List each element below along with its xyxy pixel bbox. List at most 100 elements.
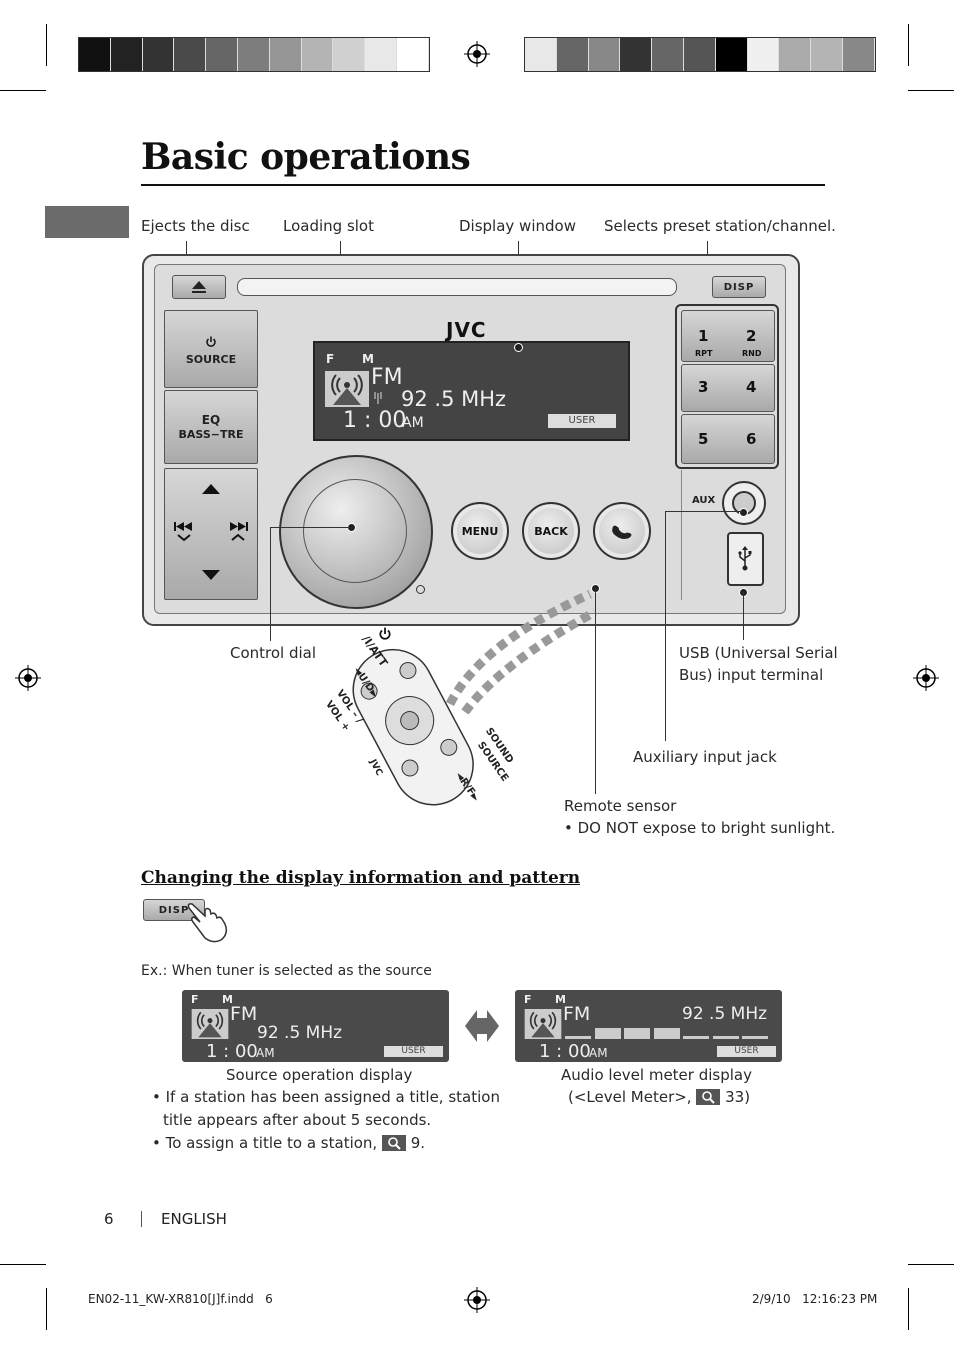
leader-line xyxy=(270,527,271,641)
lcd-user-badge: USER xyxy=(717,1046,776,1057)
source-button[interactable]: SOURCE xyxy=(164,310,258,388)
level-ref-page: 33) xyxy=(725,1088,751,1106)
display-window: F M FM 92 .5 MHz 1 : 00 AM USER xyxy=(313,341,630,441)
footer-language: ENGLISH xyxy=(161,1210,227,1228)
pointing-hand-icon xyxy=(187,903,228,943)
lcd-ampm: AM xyxy=(589,1046,608,1060)
disp-button[interactable]: DISP xyxy=(712,276,766,298)
level-meter-bar xyxy=(713,1036,739,1039)
lcd-ampm: AM xyxy=(256,1046,275,1060)
print-date: 2/9/10 12:16:23 PM xyxy=(752,1292,878,1306)
source-display-caption: Source operation display xyxy=(226,1066,413,1084)
preset-button-3-4[interactable]: 3 4 xyxy=(681,364,775,412)
level-meter-bar xyxy=(595,1028,621,1039)
leader-line xyxy=(595,588,596,794)
lcd-band: FM xyxy=(563,1003,591,1025)
level-meter-bar xyxy=(565,1036,591,1039)
down-arrow-icon[interactable] xyxy=(201,569,221,581)
lcd-time: 1 : 00 xyxy=(343,408,407,433)
lcd-m-indicator: M xyxy=(362,352,374,366)
trim-mark xyxy=(0,1264,46,1265)
source-operation-display: F M FM 92 .5 MHz 1 : 00 AM USER xyxy=(182,990,449,1062)
bullet-assign-title: • To assign a title to a station, 9. xyxy=(152,1134,425,1152)
eject-icon xyxy=(192,281,206,293)
trim-mark xyxy=(46,1288,47,1330)
aux-jack-callout: Auxiliary input jack xyxy=(633,748,777,766)
registration-mark-icon xyxy=(913,665,939,691)
control-dial-inner-ring xyxy=(303,479,407,583)
lcd-time: 1 : 00 xyxy=(206,1041,258,1062)
level-meter-bar xyxy=(683,1036,709,1039)
preset-3-label: 3 xyxy=(698,378,709,396)
print-file-name: EN02-11_KW-XR810[J]f.indd 6 xyxy=(88,1292,273,1306)
example-caption: Ex.: When tuner is selected as the sourc… xyxy=(141,963,432,979)
preset-4-label: 4 xyxy=(746,378,757,396)
aux-input-jack[interactable] xyxy=(722,481,766,525)
next-track-icon[interactable] xyxy=(227,521,249,543)
leader-line xyxy=(665,511,742,512)
page-reference-icon xyxy=(696,1089,721,1105)
source-label: SOURCE xyxy=(185,353,237,366)
phone-button[interactable] xyxy=(593,502,651,560)
color-calibration-bar-left xyxy=(78,37,430,72)
preset-group-outline xyxy=(675,304,779,469)
registration-mark-icon xyxy=(464,1287,490,1313)
lcd-ampm: AM xyxy=(402,415,424,431)
lcd-frequency: 92 .5 MHz xyxy=(682,1004,768,1024)
preset-6-label: 6 xyxy=(746,430,757,448)
menu-button[interactable]: MENU xyxy=(451,502,509,560)
up-arrow-icon[interactable] xyxy=(201,483,221,495)
infrared-beam-icon xyxy=(445,589,598,714)
control-dial[interactable] xyxy=(279,455,433,609)
lcd-time: 1 : 00 xyxy=(539,1041,591,1062)
power-icon xyxy=(206,336,216,347)
bullet-assign-ref: 9. xyxy=(410,1134,426,1152)
remote-sensor-note: • DO NOT expose to bright sunlight. xyxy=(564,819,836,837)
level-meter-bar xyxy=(742,1036,768,1039)
eject-button[interactable] xyxy=(172,275,226,299)
preset-button-5-6[interactable]: 5 6 xyxy=(681,414,775,464)
lcd-f-indicator: F xyxy=(326,352,335,366)
level-meter-reference: (<Level Meter>, 33) xyxy=(568,1088,750,1106)
eject-callout: Ejects the disc xyxy=(141,217,250,235)
remote-control-body xyxy=(352,648,474,806)
antenna-signal-icon xyxy=(325,371,369,407)
lcd-m-indicator: M xyxy=(555,993,566,1006)
leader-line xyxy=(743,592,744,640)
loading-slot xyxy=(237,278,677,296)
lcd-band: FM xyxy=(230,1003,258,1025)
level-ref-text: (<Level Meter>, xyxy=(568,1088,692,1106)
antenna-signal-icon xyxy=(524,1009,562,1039)
level-meter-bar xyxy=(624,1028,650,1039)
page-title: Basic operations xyxy=(141,136,471,178)
registration-mark-icon xyxy=(464,41,490,67)
preset-1-sub-label: RPT xyxy=(695,349,713,358)
preset-button-1-2[interactable]: 1 RPT 2 RND xyxy=(681,310,775,362)
aux-label: AUX xyxy=(692,495,716,506)
lcd-frequency: 92 .5 MHz xyxy=(401,387,507,411)
usb-callout-line2: Bus) input terminal xyxy=(679,666,824,684)
display-window-callout: Display window xyxy=(459,217,576,235)
remote-sensor-callout: Remote sensor xyxy=(564,797,677,815)
reset-hole xyxy=(416,585,425,594)
title-rule xyxy=(141,184,825,186)
lcd-frequency: 92 .5 MHz xyxy=(257,1023,343,1043)
page-number: 6 xyxy=(104,1210,114,1228)
eq-button[interactable]: EQ BASS−TRE xyxy=(164,390,258,464)
back-button[interactable]: BACK xyxy=(522,502,580,560)
preset-5-label: 5 xyxy=(698,430,709,448)
usb-input-terminal[interactable] xyxy=(727,532,764,586)
lcd-band: FM xyxy=(371,365,403,390)
remote-control xyxy=(342,640,474,810)
control-dial-callout: Control dial xyxy=(230,644,317,662)
previous-track-icon[interactable] xyxy=(173,521,195,543)
lcd-user-badge: USER xyxy=(548,414,616,428)
preset-2-sub-label: RND xyxy=(742,349,762,358)
section-tab xyxy=(45,206,129,238)
level-meter-bar xyxy=(654,1028,680,1039)
preset-callout: Selects preset station/channel. xyxy=(604,217,836,235)
navigation-pad[interactable] xyxy=(164,468,258,600)
bullet-title-line1: • If a station has been assigned a title… xyxy=(152,1088,500,1106)
trim-mark xyxy=(908,1264,954,1265)
leader-dot xyxy=(739,508,748,517)
